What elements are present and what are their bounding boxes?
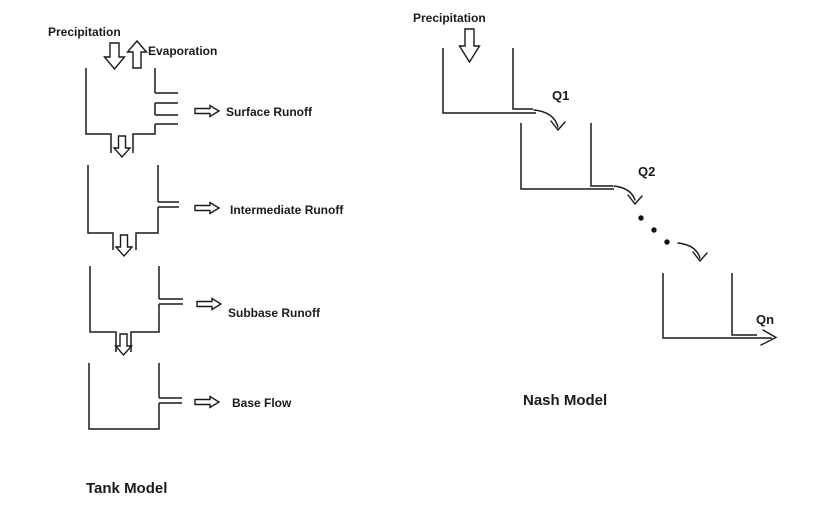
surface-runoff-arrow-icon (194, 104, 221, 118)
intermediate-runoff-arrow-icon (194, 201, 221, 215)
intermediate-runoff-label: Intermediate Runoff (230, 203, 344, 217)
nash-precipitation-down-arrow-icon (458, 28, 481, 64)
tank-precipitation-label: Precipitation (48, 25, 121, 39)
tank-model-title: Tank Model (86, 480, 167, 497)
subbase-runoff-label: Subbase Runoff (228, 306, 321, 320)
qn-label: Qn (756, 312, 774, 327)
nash-tank-n-outline (662, 273, 772, 339)
evaporation-up-arrow-icon (125, 39, 149, 69)
tank-4-outline (88, 363, 182, 430)
cascade-dot (651, 227, 657, 233)
tank-3-outline (89, 266, 183, 352)
q1-flow-curve-arrow-icon (533, 109, 559, 128)
tank-2-outline (87, 165, 179, 250)
base-flow-label: Base Flow (232, 396, 292, 410)
cascade-dot (638, 215, 644, 221)
surface-runoff-label: Surface Runoff (226, 105, 313, 119)
tank-1-drain-arrow-icon (112, 135, 132, 159)
nash-tank-1-outline (442, 48, 536, 114)
cascade-dots (638, 215, 670, 245)
nash-precipitation-label: Precipitation (413, 11, 486, 25)
cascade-dot (664, 239, 670, 245)
q2-flow-curve-arrow-icon (613, 185, 636, 201)
cascade-flow-arrowhead-icon (692, 251, 708, 263)
tank-2-drain-arrow-icon (114, 234, 134, 258)
qn-out-arrowhead-icon (760, 329, 778, 346)
tank-model-group: Precipitation Evaporation Surface Runoff… (48, 25, 344, 497)
tank-1-outline (85, 68, 178, 153)
nash-model-group: Precipitation Q1 Q2 Qn Nash Model (413, 11, 778, 409)
q2-label: Q2 (638, 164, 655, 179)
subbase-runoff-arrow-icon (196, 297, 223, 311)
evaporation-label: Evaporation (148, 44, 217, 58)
nash-model-title: Nash Model (523, 392, 607, 409)
tank-3-drain-arrow-icon (113, 333, 134, 357)
q2-flow-arrowhead-icon (627, 194, 643, 206)
cascade-flow-curve-arrow-icon (677, 242, 701, 259)
precipitation-down-arrow-icon (103, 42, 126, 71)
nash-tank-2-outline (520, 123, 614, 190)
q1-flow-arrowhead-icon (550, 120, 566, 132)
q1-label: Q1 (552, 88, 569, 103)
base-flow-arrow-icon (194, 395, 221, 409)
